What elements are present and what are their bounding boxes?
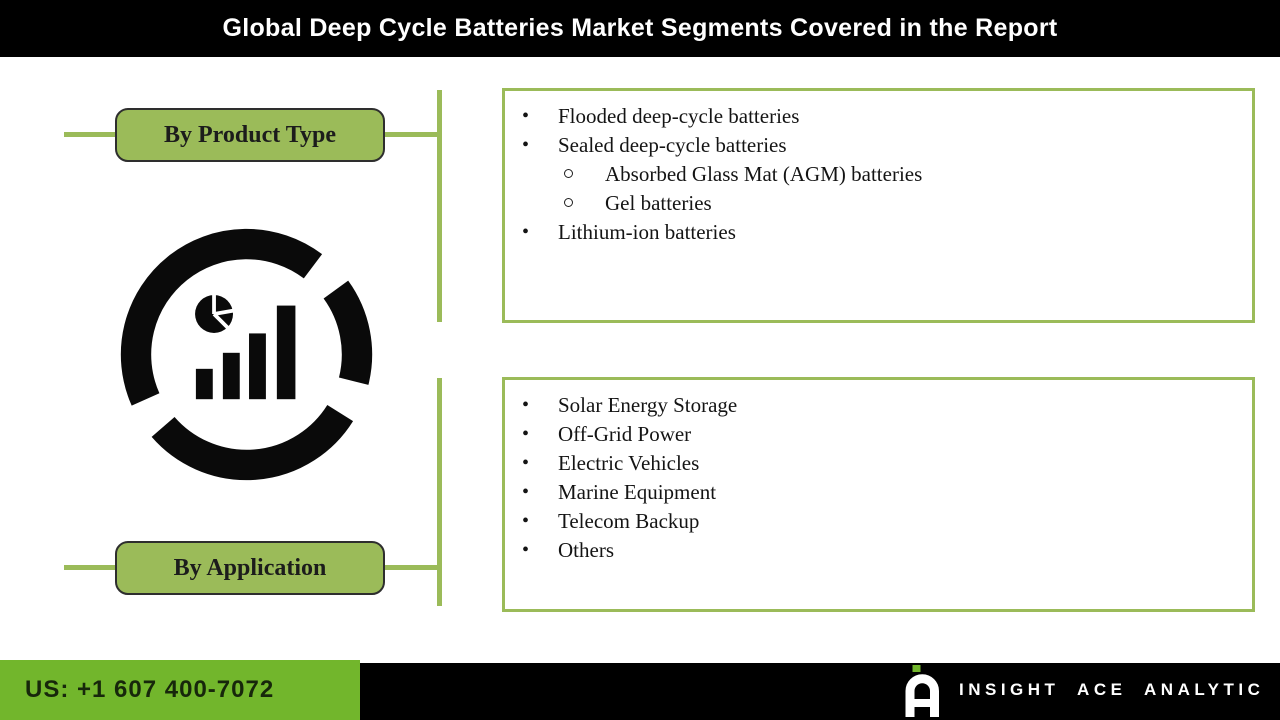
segment-button-product-type: By Product Type — [115, 108, 385, 162]
list-item: Marine Equipment — [505, 478, 1244, 507]
insightace-logo-icon — [905, 665, 939, 717]
header-bar: Global Deep Cycle Batteries Market Segme… — [0, 0, 1280, 57]
connector-line — [437, 378, 442, 606]
application-list: Solar Energy Storage Off-Grid Power Elec… — [505, 391, 1244, 565]
list-item: Solar Energy Storage — [505, 391, 1244, 420]
product-type-list: Flooded deep-cycle batteries Sealed deep… — [505, 102, 1244, 247]
segment-button-application: By Application — [115, 541, 385, 595]
list-item: Off-Grid Power — [505, 420, 1244, 449]
connector-line — [64, 132, 115, 137]
list-item: Others — [505, 536, 1244, 565]
page-title: Global Deep Cycle Batteries Market Segme… — [222, 14, 1058, 42]
segment-button-label: By Product Type — [163, 121, 337, 148]
phone-block: US: +1 607 400-7072 — [0, 660, 360, 720]
list-item: Telecom Backup — [505, 507, 1244, 536]
list-item: Electric Vehicles — [505, 449, 1244, 478]
connector-line — [437, 90, 442, 322]
list-item: Flooded deep-cycle batteries — [505, 102, 1244, 131]
connector-line — [385, 132, 437, 137]
connector-line — [385, 565, 437, 570]
market-analytics-icon — [120, 228, 373, 481]
product-type-box: Flooded deep-cycle batteries Sealed deep… — [502, 88, 1255, 323]
phone-number: US: +1 607 400-7072 — [25, 676, 275, 703]
connector-line — [64, 565, 115, 570]
pie-chart-glyph — [195, 292, 236, 333]
brand-name: INSIGHT ACE ANALYTIC — [959, 680, 1265, 699]
list-item: Gel batteries — [505, 189, 1244, 218]
brand-block: INSIGHT ACE ANALYTIC — [903, 660, 1264, 720]
list-item: Absorbed Glass Mat (AGM) batteries — [505, 160, 1244, 189]
list-item: Lithium-ion batteries — [505, 218, 1244, 247]
bar-chart-glyph — [195, 305, 296, 400]
application-box: Solar Energy Storage Off-Grid Power Elec… — [502, 377, 1255, 612]
segment-button-label: By Application — [173, 554, 327, 581]
list-item: Sealed deep-cycle batteries — [505, 131, 1244, 160]
